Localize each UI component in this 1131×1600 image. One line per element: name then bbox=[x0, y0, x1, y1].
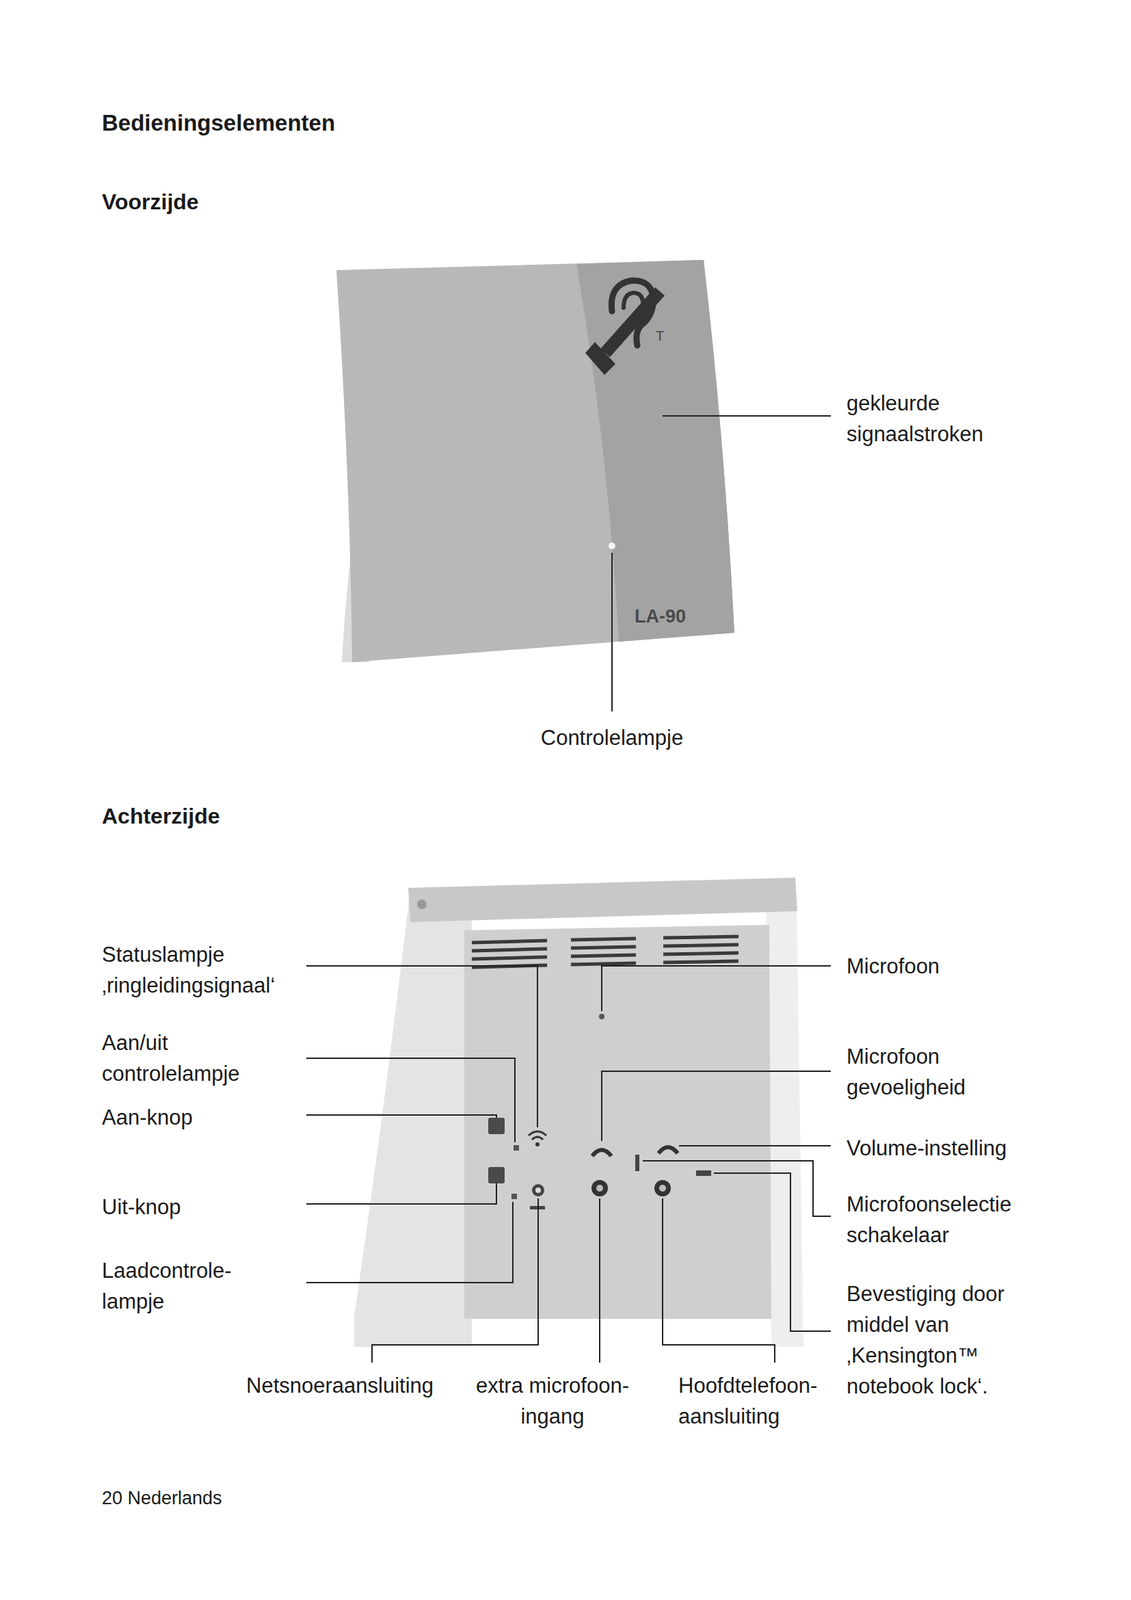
vent-slots-part bbox=[663, 960, 739, 963]
back-leader-lines-part bbox=[306, 1182, 497, 1204]
part-label: Volume-instelling bbox=[846, 1132, 1007, 1164]
back-view-part bbox=[658, 1146, 678, 1153]
back-leader-lines-part bbox=[306, 1114, 497, 1118]
back-view-part bbox=[765, 902, 804, 1347]
back-leader-lines-part bbox=[601, 965, 831, 1011]
symbol-letter: T bbox=[655, 326, 664, 345]
vent-slots-part bbox=[471, 948, 548, 951]
back-leader-lines-part bbox=[713, 1172, 831, 1331]
back-view-part bbox=[591, 1179, 608, 1196]
back-leader-lines-part bbox=[679, 1144, 831, 1147]
part-label: Hoofdtelefoon- aansluiting bbox=[678, 1369, 840, 1432]
page-footer: 20 Nederlands bbox=[101, 1485, 223, 1510]
vent-slots-part bbox=[663, 944, 739, 946]
back-view-part bbox=[599, 1013, 605, 1019]
back-view-part bbox=[408, 877, 798, 922]
back-view-part bbox=[354, 888, 472, 1347]
part-label: Uit-knop bbox=[101, 1191, 181, 1222]
vent-slots bbox=[471, 936, 739, 967]
front-view-part bbox=[576, 259, 735, 642]
part-label: extra microfoon- ingang bbox=[456, 1369, 649, 1432]
back-view-part bbox=[464, 924, 772, 1319]
front-view bbox=[336, 0, 735, 662]
back-view-part bbox=[513, 1144, 520, 1151]
part-label: Microfoon bbox=[846, 950, 940, 982]
part-label: Microfoonselectie schakelaar bbox=[846, 1188, 1039, 1250]
back-leader-lines bbox=[306, 965, 831, 1363]
back-leader-lines-part bbox=[306, 965, 538, 1127]
part-label: Statuslampje ‚ringleidingsignaal‘ bbox=[101, 938, 301, 1001]
part-label: Aan/uit controlelampje bbox=[101, 1027, 266, 1089]
vent-slots-part bbox=[471, 956, 548, 959]
back-leader-lines-part bbox=[642, 1160, 831, 1216]
back-leader-lines-part bbox=[306, 1057, 515, 1142]
vent-slots-part bbox=[663, 952, 739, 954]
part-label: Controlelampje bbox=[533, 722, 691, 753]
back-view bbox=[354, 877, 804, 1347]
section-heading: Voorzijde bbox=[101, 186, 199, 218]
part-label: Netsnoeraansluiting bbox=[246, 1369, 434, 1401]
back-view-part bbox=[511, 1193, 517, 1199]
back-leader-lines-part bbox=[371, 1198, 539, 1363]
back-view-part bbox=[592, 1149, 612, 1156]
vent-slots-part bbox=[663, 936, 739, 938]
part-label: Bevestiging door middel van ‚Kensington™… bbox=[846, 1278, 1028, 1402]
vent-slots-part bbox=[570, 946, 636, 948]
hearing-loop-symbol-part bbox=[600, 287, 665, 357]
back-view-part bbox=[488, 1117, 505, 1134]
hearing-loop-symbol-part bbox=[601, 0, 664, 281]
part-label: Laadcontrole- lampje bbox=[101, 1254, 256, 1317]
back-view-part bbox=[596, 1184, 604, 1192]
back-view-part bbox=[535, 1187, 541, 1193]
hearing-loop-symbol bbox=[585, 0, 665, 375]
back-view-part bbox=[535, 1141, 540, 1147]
back-view-part bbox=[635, 1154, 640, 1171]
section-heading: Achterzijde bbox=[101, 800, 220, 832]
back-view-part bbox=[528, 1131, 547, 1140]
part-label: gekleurde signaalstroken bbox=[846, 387, 1011, 450]
back-leader-lines-part bbox=[599, 1198, 601, 1363]
hearing-loop-symbol-part bbox=[585, 341, 616, 375]
back-leader-lines-part bbox=[306, 1201, 513, 1283]
page-heading: Bedieningselementen bbox=[101, 107, 336, 139]
front-view-part bbox=[336, 259, 735, 662]
vent-slots-part bbox=[570, 938, 636, 940]
vent-slots-part bbox=[570, 954, 636, 956]
front-view-part bbox=[608, 542, 616, 550]
vent-slots-part bbox=[570, 962, 636, 965]
front-leader-lines-part bbox=[611, 552, 613, 712]
front-leader-lines-part bbox=[662, 415, 831, 417]
model-marking: LA-90 bbox=[634, 604, 686, 628]
back-view-part bbox=[417, 899, 427, 909]
part-label: Microfoon gevoeligheid bbox=[846, 1040, 991, 1103]
back-view-part bbox=[531, 1183, 545, 1196]
front-leader-lines bbox=[611, 415, 831, 712]
back-view-part bbox=[488, 1166, 505, 1183]
back-leader-lines-part bbox=[601, 1070, 831, 1141]
back-view-part bbox=[654, 1179, 671, 1196]
back-view-part bbox=[659, 1184, 667, 1192]
part-label: Aan-knop bbox=[101, 1101, 193, 1133]
vent-slots-part bbox=[471, 940, 548, 943]
back-view-part bbox=[696, 1169, 712, 1176]
back-leader-lines-part bbox=[662, 1198, 775, 1363]
